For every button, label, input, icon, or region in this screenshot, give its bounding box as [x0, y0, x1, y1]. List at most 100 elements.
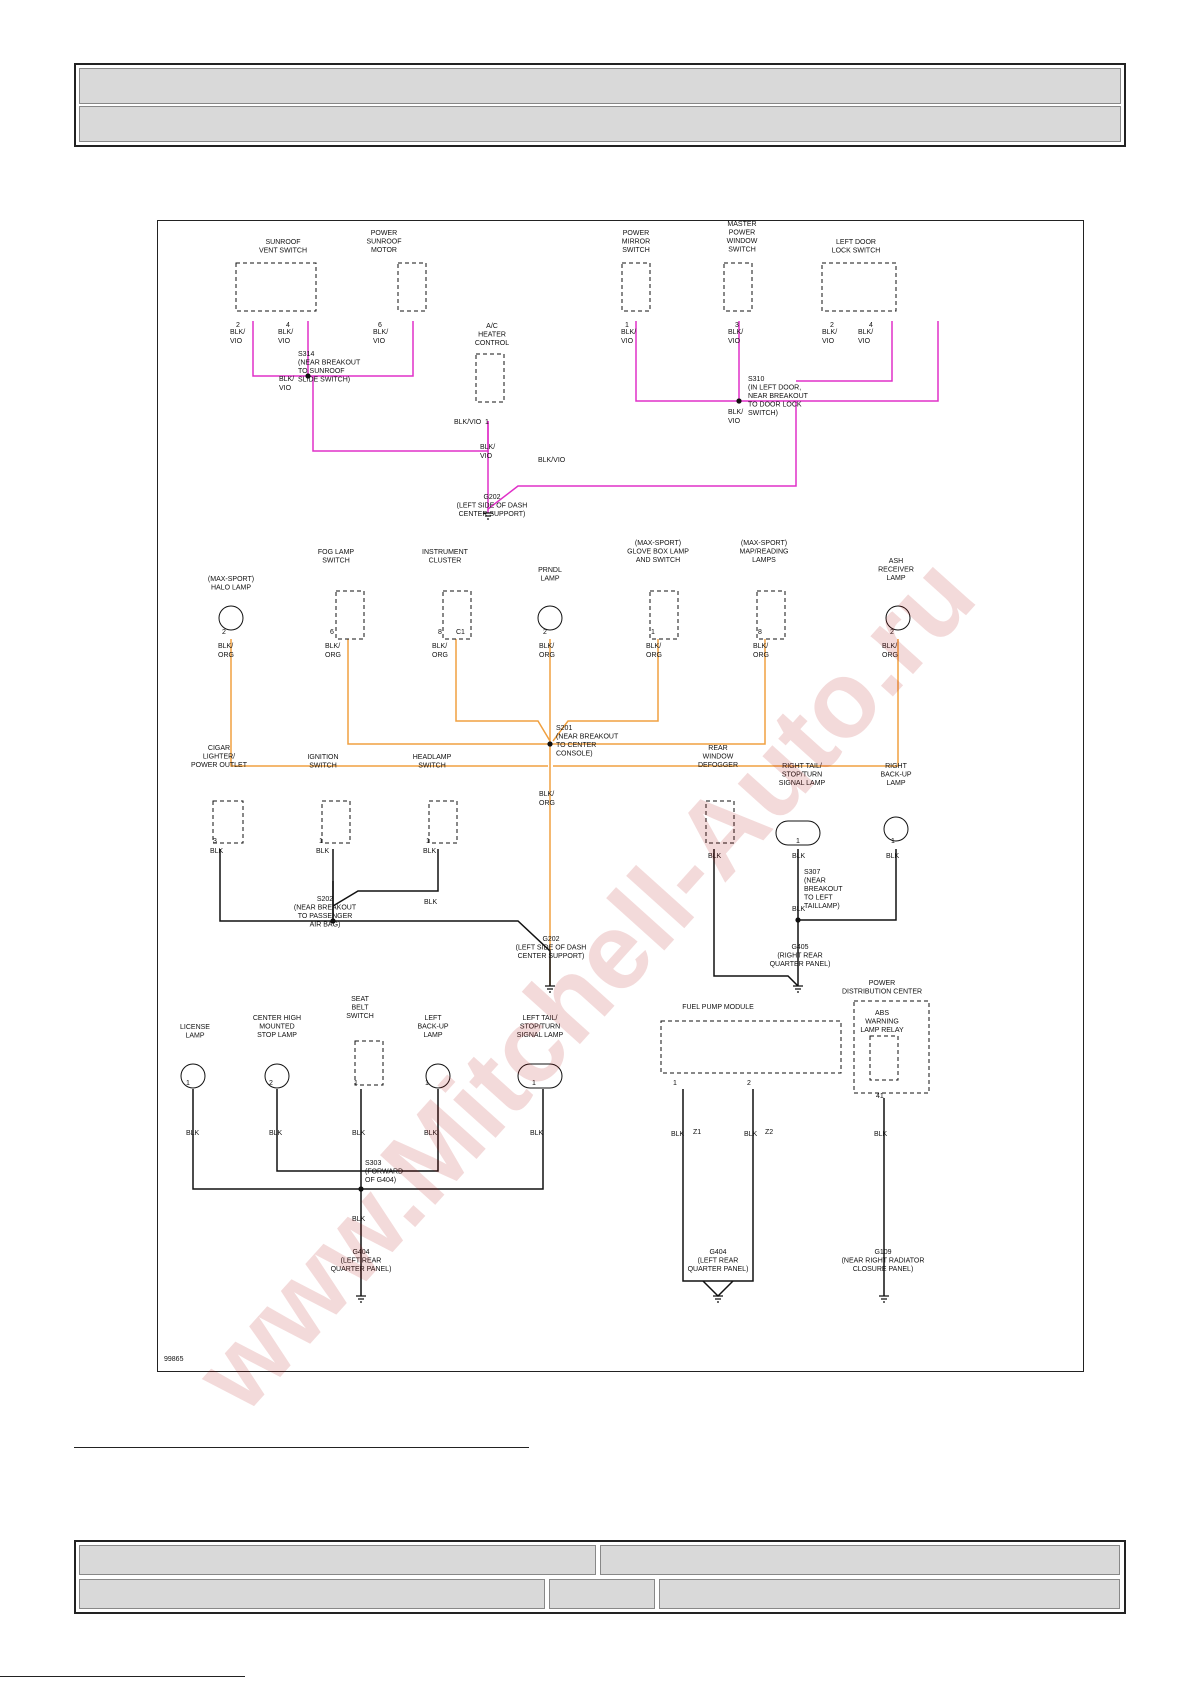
wire-color-label: BLK/VIO — [454, 419, 482, 426]
pin-number-label: 1 — [673, 1080, 677, 1087]
pin-number-label: 6 — [378, 322, 382, 329]
wire-color-label: VIO — [621, 338, 634, 345]
footer-cell-right — [600, 1545, 1120, 1575]
wire-color-label: BLK — [269, 1130, 283, 1137]
wire-color-label: ORG — [539, 652, 555, 659]
wire-color-label: ORG — [882, 652, 898, 659]
wire-color-label: VIO — [728, 418, 741, 425]
wire-color-label: BLK/ — [728, 329, 743, 336]
splice-dots — [305, 373, 801, 1192]
pin-number-label: 4 — [869, 322, 873, 329]
wire-color-label: BLK/ — [728, 409, 743, 416]
wire-color-label: BLK — [530, 1130, 544, 1137]
wire-color-label: BLK/ — [218, 643, 233, 650]
wire-color-label: BLK — [671, 1131, 685, 1138]
wire-color-label: BLK — [424, 899, 438, 906]
footer-bar — [74, 1540, 1126, 1614]
header-bar — [74, 63, 1126, 147]
pin-number-label: 2 — [543, 629, 547, 636]
pin-number-label: 4 — [286, 322, 290, 329]
footer-cell-1 — [79, 1579, 545, 1609]
wire-color-label: BLK — [708, 853, 722, 860]
wire-color-label: BLK — [886, 853, 900, 860]
pin-number-label: 1 — [319, 838, 323, 845]
wire-color-label: ORG — [539, 800, 555, 807]
pin-number-label: 2 — [222, 629, 226, 636]
wire-color-label: BLK/ — [432, 643, 447, 650]
wire-color-label: BLK/ — [539, 791, 554, 798]
wire-color-label: BLK — [186, 1130, 200, 1137]
wire-color-label: Z2 — [765, 1129, 773, 1136]
wire-color-label: BLK/ — [325, 643, 340, 650]
blk-org-wiring — [230, 639, 899, 986]
lamp-symbols — [180, 605, 911, 1089]
footer-link-cell — [79, 1545, 596, 1575]
wire-color-label: VIO — [480, 453, 493, 460]
pin-number-label: 2 — [269, 1080, 273, 1087]
wire-color-label: BLK/ — [882, 643, 897, 650]
separator-line — [74, 1447, 529, 1448]
pin-number-label: 2 — [890, 629, 894, 636]
footer-cell-3 — [659, 1579, 1120, 1609]
pin-number-label: 8 — [758, 629, 762, 636]
wire-color-label: BLK — [352, 1216, 366, 1223]
wire-color-label: BLK/ — [646, 643, 661, 650]
pin-number-label: 41 — [876, 1093, 884, 1100]
component-boxes — [212, 262, 930, 1094]
wire-color-label: BLK — [210, 848, 224, 855]
wire-color-label: VIO — [279, 385, 292, 392]
wire-color-label: VIO — [728, 338, 741, 345]
wire-color-label: VIO — [278, 338, 291, 345]
wire-color-label: Z1 — [693, 1129, 701, 1136]
pin-number-label: 2 — [830, 322, 834, 329]
pin-number-label: 3 — [735, 322, 739, 329]
pin-number-label: 2 — [747, 1080, 751, 1087]
blk-vio-wiring — [252, 321, 939, 513]
wire-color-label: ORG — [325, 652, 341, 659]
wire-color-label: BLK — [424, 1130, 438, 1137]
wire-color-label: ORG — [218, 652, 234, 659]
wire-color-label: BLK/ — [621, 329, 636, 336]
pin-number-label: 1 — [625, 322, 629, 329]
wire-color-label: BLK — [352, 1130, 366, 1137]
diagram-id: 99865 — [164, 1356, 184, 1363]
ground-symbols — [356, 512, 889, 1303]
wire-color-label: ORG — [432, 652, 448, 659]
pin-number-label: 1 — [425, 1080, 429, 1087]
wire-color-label: ORG — [753, 652, 769, 659]
header-subtitle-row — [79, 106, 1121, 142]
component-label-fuel-pump-module: FUEL PUMP MODULE — [682, 1004, 754, 1011]
wire-color-label: ORG — [646, 652, 662, 659]
wire-color-label: BLK/ — [230, 329, 245, 336]
pin-number-label: 6 — [330, 629, 334, 636]
pin-number-label: 1 — [426, 838, 430, 845]
